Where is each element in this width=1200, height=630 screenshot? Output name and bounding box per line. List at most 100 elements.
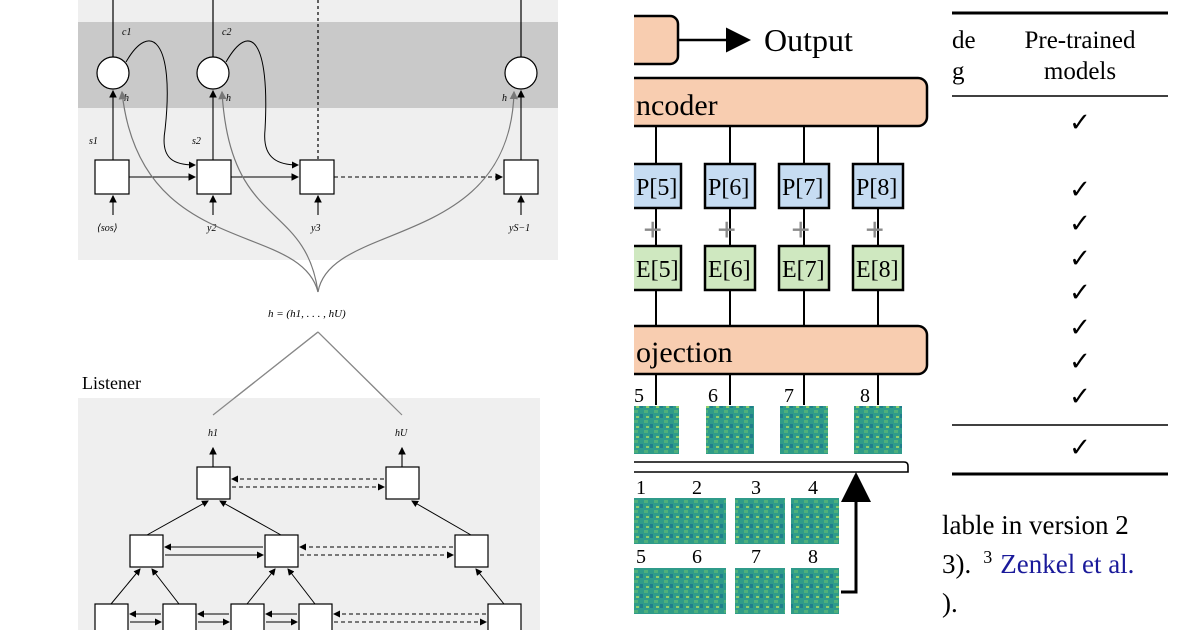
- listener-output-label: hU: [395, 428, 408, 439]
- position-embedding-block: [703, 162, 757, 210]
- listener-cell: [454, 534, 489, 568]
- input-token-label: ⟨sos⟩: [97, 223, 118, 234]
- table-header: models: [1044, 58, 1116, 85]
- citation-link[interactable]: Zenkel et al.: [1000, 549, 1134, 579]
- footnote-text: ).: [942, 588, 958, 618]
- attention-node: [504, 56, 538, 90]
- input-patch-number: 4: [808, 477, 818, 499]
- spectrogram-patch: [676, 498, 726, 544]
- listener-cell: [385, 466, 420, 500]
- output-label: Output: [764, 22, 853, 58]
- token-embedding-block: [634, 244, 683, 292]
- spectrogram-patch: [706, 406, 754, 454]
- spectrogram-patch: [634, 568, 679, 614]
- las-diagram: c1 c2 h h h s1 s2 ⟨sos⟩ y2 y3 yS−1 h: [78, 0, 558, 630]
- listener-cell: [487, 603, 522, 630]
- token-embedding-block: [777, 244, 831, 292]
- speller-cell: [503, 159, 539, 195]
- position-embedding-label: P[8]: [856, 175, 897, 201]
- checkmark: ✓: [1069, 209, 1091, 238]
- input-patch-number: 7: [751, 546, 761, 568]
- token-embedding-label: E[5]: [636, 257, 679, 283]
- plus-sign: +: [791, 212, 810, 249]
- footnote-text: lable in version 2: [942, 510, 1129, 540]
- speller-cell: [299, 159, 335, 195]
- checkmark: ✓: [1069, 382, 1091, 411]
- table-header: de: [952, 27, 976, 54]
- attention-band: [78, 22, 558, 108]
- token-columns: [655, 126, 879, 326]
- architecture-diagram: Output ncoder P[5] P[6] P[7] P[8]: [634, 14, 929, 614]
- listener-cell: [196, 466, 231, 500]
- position-embedding-block: [634, 162, 683, 210]
- input-patch-number: 3: [751, 477, 761, 499]
- bracket: [634, 461, 909, 473]
- h-label: h: [502, 93, 507, 104]
- spectrogram-patch: [634, 406, 679, 454]
- context-label: c1: [122, 27, 131, 38]
- position-embedding-label: P[5]: [636, 175, 677, 201]
- input-token-label: yS−1: [508, 223, 530, 234]
- attention-node: [96, 56, 130, 90]
- plus-sign: +: [717, 212, 736, 249]
- state-label: s2: [192, 136, 201, 147]
- speller-cell: [196, 159, 232, 195]
- checkmark: ✓: [1069, 433, 1091, 462]
- masked-patch-number: 6: [708, 385, 718, 407]
- projection-block: [634, 324, 929, 376]
- listener-cell: [230, 603, 265, 630]
- listener-cell: [94, 603, 129, 630]
- encoder-label: ncoder: [636, 89, 718, 122]
- position-embedding-label: P[7]: [782, 175, 823, 201]
- masked-patch-number: 5: [634, 385, 644, 407]
- footnote-marker: 3: [983, 547, 992, 567]
- footnote-text: 3). 3 Zenkel et al.: [942, 547, 1134, 579]
- plus-sign: +: [643, 212, 662, 249]
- masked-patch-number: 7: [784, 385, 794, 407]
- table-header: Pre-trained: [1024, 27, 1136, 54]
- position-embedding-block: [777, 162, 831, 210]
- position-embedding-block: [851, 162, 905, 210]
- table-header: g: [952, 58, 965, 85]
- checkmark: ✓: [1069, 278, 1091, 307]
- attention-node: [196, 56, 230, 90]
- listener-cell: [298, 603, 333, 630]
- token-embedding-block: [703, 244, 757, 292]
- las-diagram-panel: c1 c2 h h h s1 s2 ⟨sos⟩ y2 y3 yS−1 h: [78, 0, 558, 630]
- checkmark: ✓: [1069, 313, 1091, 342]
- spectrogram-patch: [791, 568, 839, 614]
- listener-output-label: h1: [208, 428, 218, 439]
- plus-sign: +: [865, 212, 884, 249]
- encoder-output-formula: h = (h1, . . . , hU): [268, 308, 346, 320]
- h-label: h: [226, 93, 231, 104]
- listener-title: Listener: [82, 373, 141, 393]
- encoder-block: [634, 76, 929, 128]
- output-head-block: [634, 14, 680, 66]
- speller-cell: [94, 159, 130, 195]
- projection-label: ojection: [636, 336, 733, 369]
- architecture-panel: Output ncoder P[5] P[6] P[7] P[8]: [634, 0, 930, 630]
- token-embedding-label: E[7]: [782, 257, 825, 283]
- state-label: s1: [89, 136, 98, 147]
- spectrogram-patch: [791, 498, 839, 544]
- checkmark: ✓: [1069, 108, 1091, 137]
- spectrogram-patch: [735, 498, 785, 544]
- checkmark: ✓: [1069, 347, 1091, 376]
- spectrogram-patch: [780, 406, 828, 454]
- footnote-text: 3).: [942, 549, 971, 579]
- comparison-table: de g Pre-trained models ✓ ✓ ✓ ✓ ✓ ✓ ✓ ✓ …: [942, 11, 1168, 618]
- input-patch-number: 8: [808, 546, 818, 568]
- token-embedding-label: E[6]: [708, 257, 751, 283]
- position-embedding-label: P[6]: [708, 175, 749, 201]
- spectrogram-patch: [676, 568, 726, 614]
- token-embedding-block: [851, 244, 905, 292]
- h-label: h: [124, 93, 129, 104]
- table-panel: de g Pre-trained models ✓ ✓ ✓ ✓ ✓ ✓ ✓ ✓ …: [930, 0, 1200, 630]
- input-patch-number: 2: [692, 477, 702, 499]
- checkmark: ✓: [1069, 175, 1091, 204]
- spectrogram-patch: [854, 406, 902, 454]
- input-patch-number: 1: [636, 477, 646, 499]
- checkmark: ✓: [1069, 244, 1091, 273]
- feedback-arrow: [841, 472, 871, 594]
- spectrogram-patch: [634, 498, 679, 544]
